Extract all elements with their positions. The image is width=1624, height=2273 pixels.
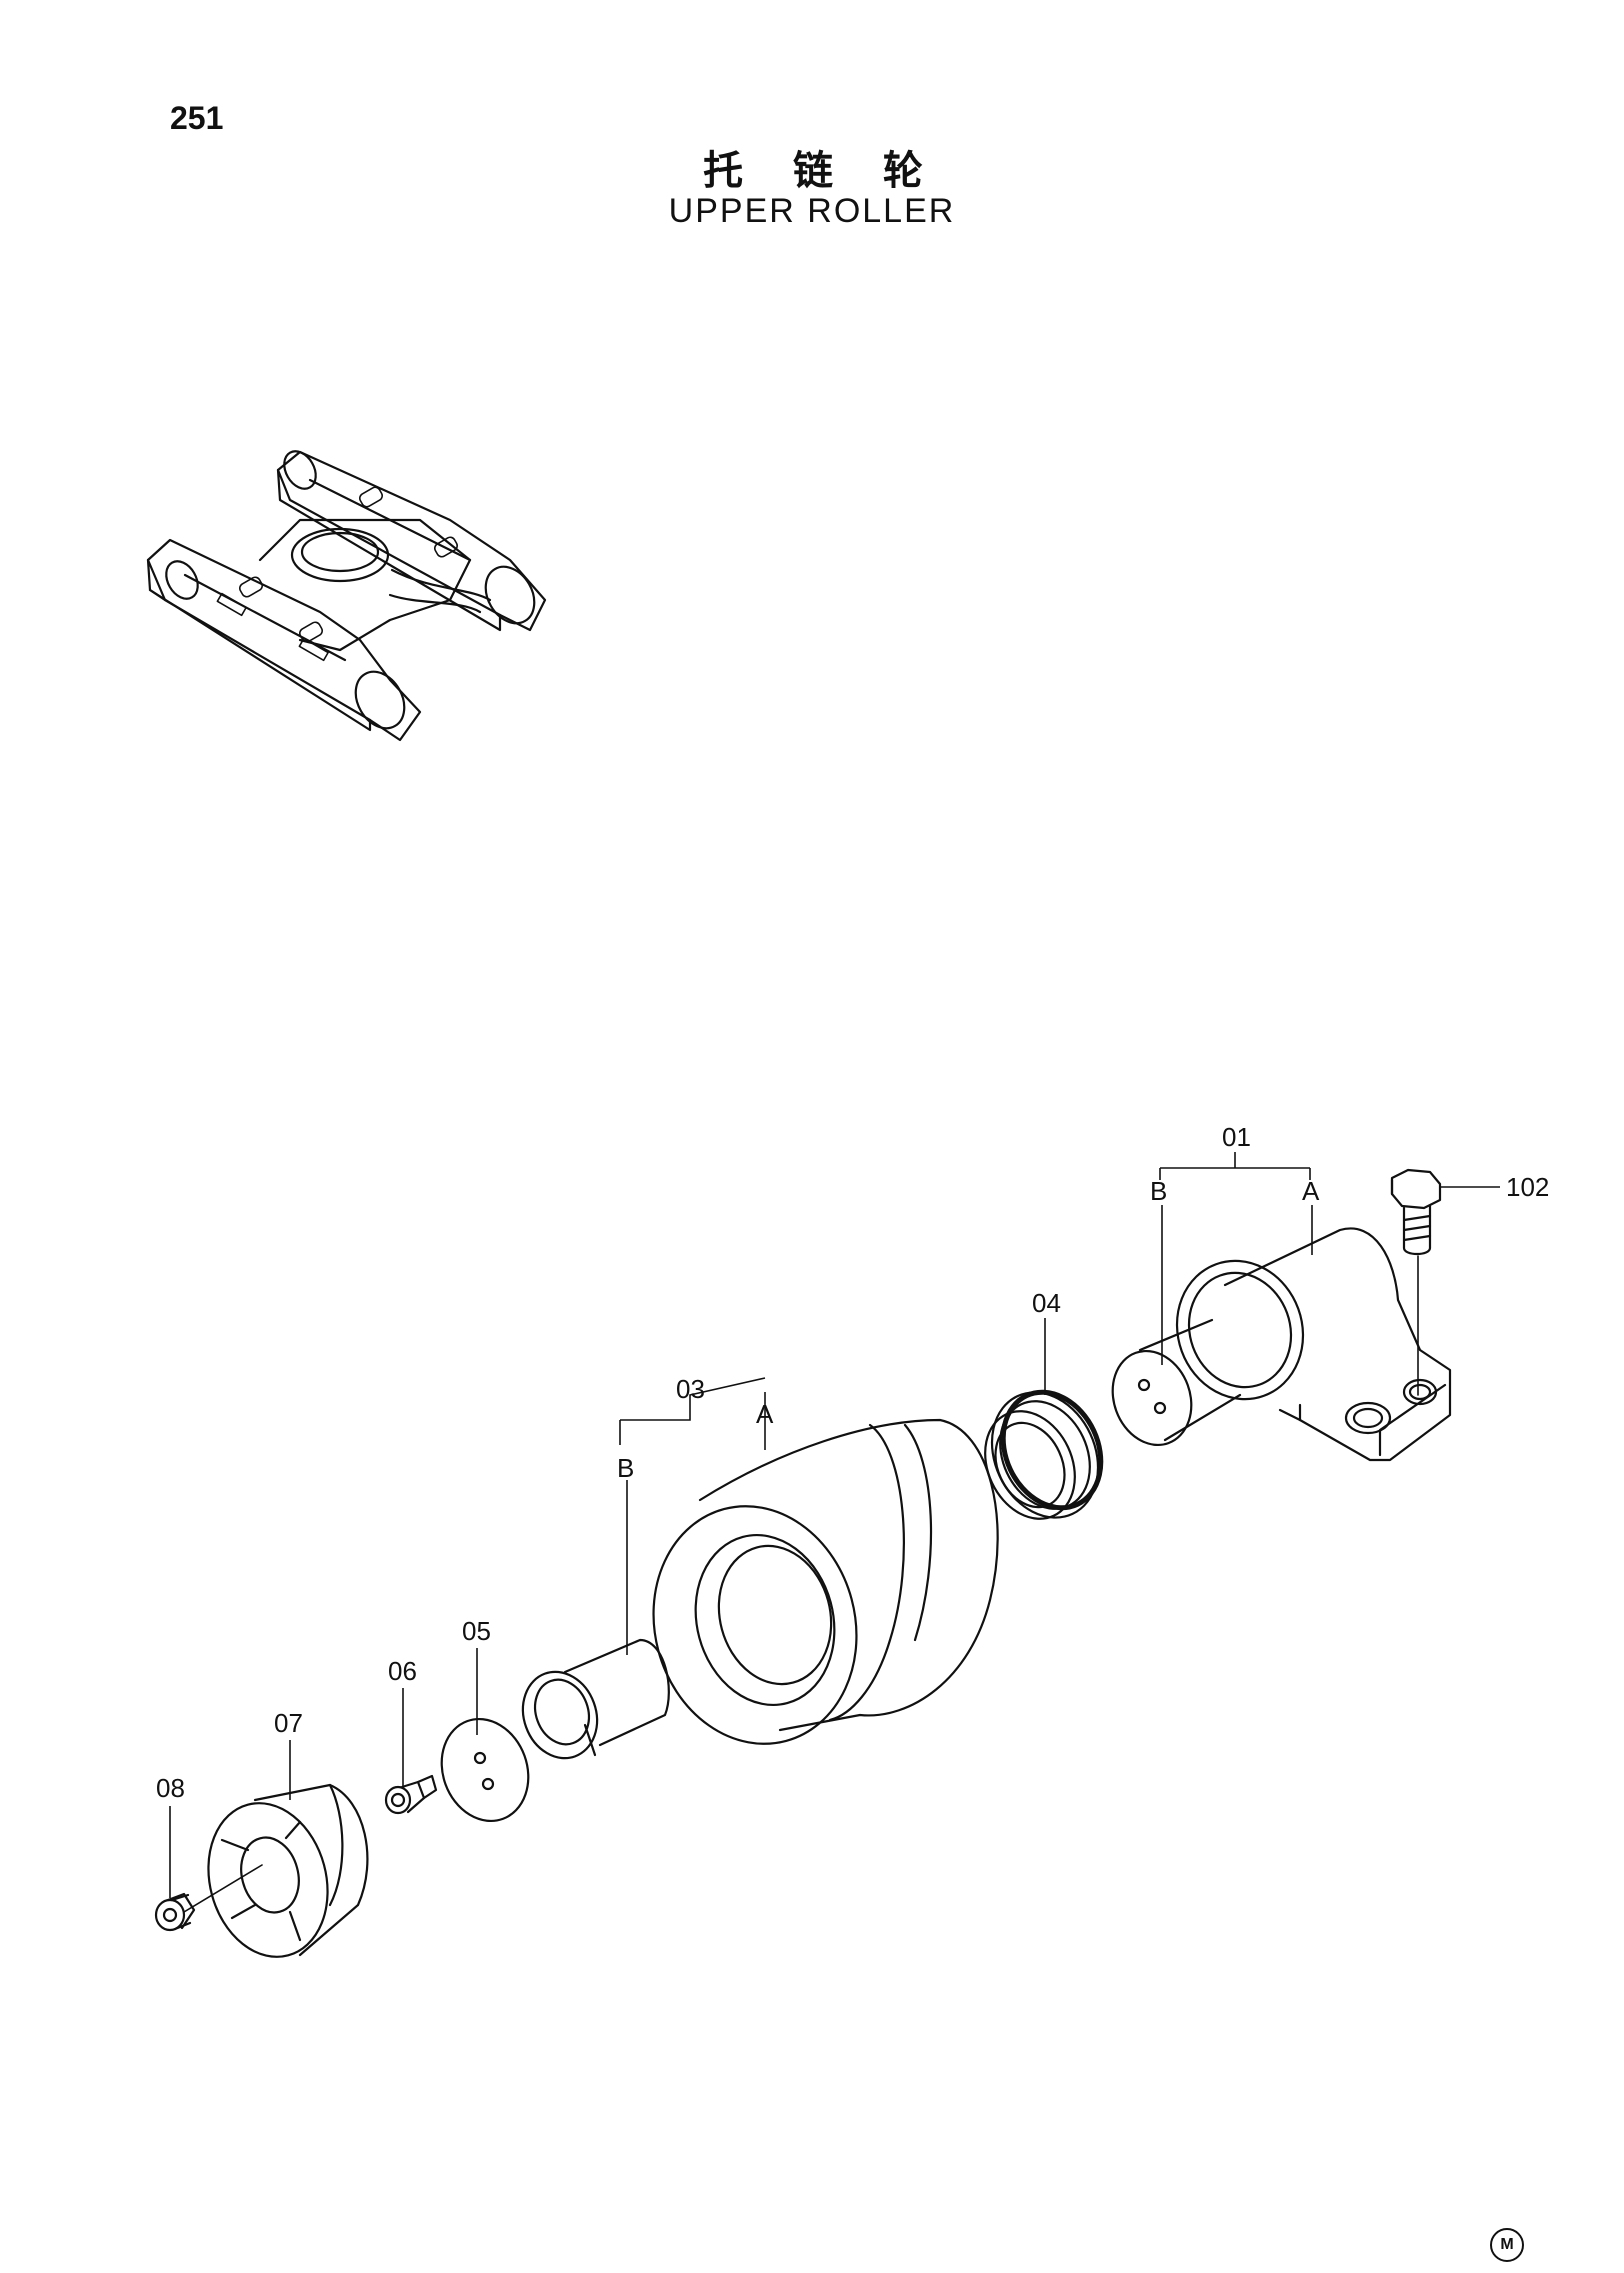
manufacturer-mark: M	[1490, 2228, 1524, 2262]
callout-labels: 01 B A 102 04 03 B A 05 06 07 08	[156, 1122, 1549, 1803]
title-english: UPPER ROLLER	[668, 192, 956, 230]
callout-05: 05	[462, 1616, 491, 1646]
part-08-plug	[154, 1864, 263, 1932]
callout-01-a: A	[1302, 1176, 1320, 1206]
part-04-seal	[984, 1389, 1104, 1520]
callout-03-b: B	[617, 1453, 634, 1483]
callout-07: 07	[274, 1708, 303, 1738]
part-07-cover	[207, 1783, 369, 1958]
callout-03-a: A	[756, 1399, 774, 1429]
callout-04: 04	[1032, 1288, 1061, 1318]
callout-01-b: B	[1150, 1176, 1167, 1206]
part-01-shaft-bracket	[1111, 1227, 1452, 1462]
callout-03: 03	[676, 1374, 705, 1404]
callout-06: 06	[388, 1656, 417, 1686]
callout-08: 08	[156, 1773, 185, 1803]
undercarriage-overview	[146, 450, 547, 742]
leader-lines	[169, 1152, 1500, 1898]
callout-01: 01	[1222, 1122, 1251, 1152]
part-05-plate	[440, 1717, 530, 1823]
part-03-bushing	[521, 1638, 670, 1760]
part-03-roller	[652, 1418, 999, 1745]
page-number: 251	[170, 100, 224, 136]
part-06-screw	[384, 1774, 438, 1815]
title-chinese: 托 链 轮	[703, 148, 941, 194]
callout-102: 102	[1506, 1172, 1549, 1202]
part-102-bolt	[1390, 1168, 1442, 1396]
